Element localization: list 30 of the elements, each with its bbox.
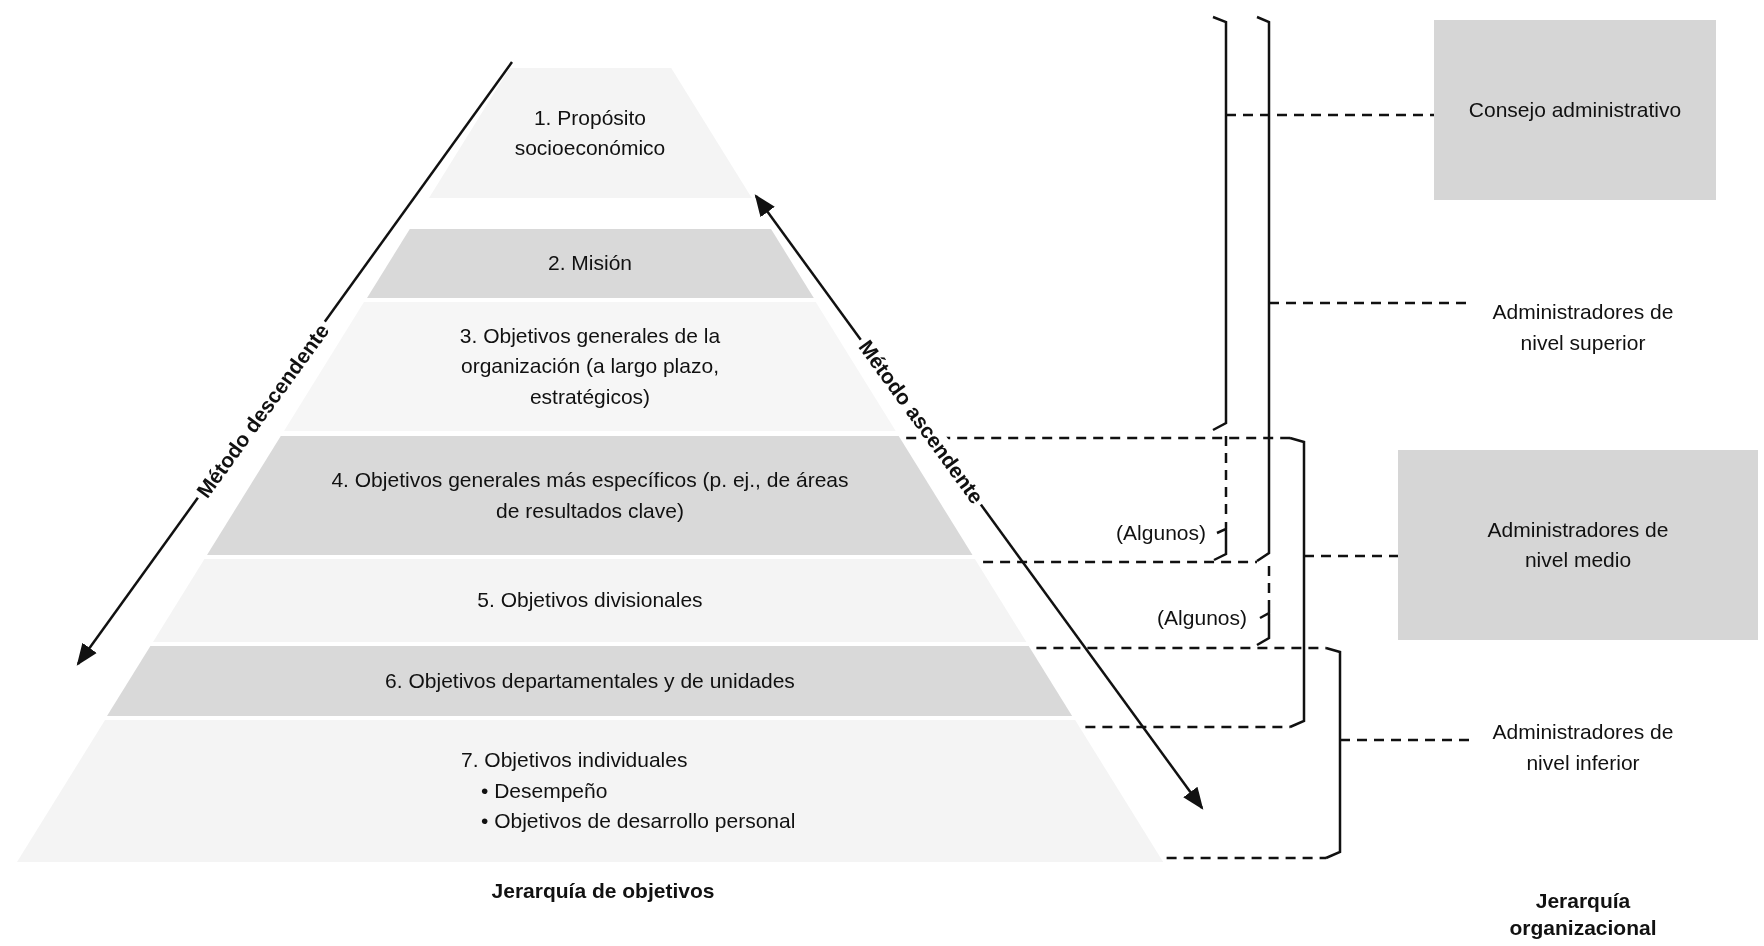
objective-label: 3. Objetivos generales de la organización (a largo plazo, estratégicos) bbox=[458, 322, 722, 410]
dashed-connector bbox=[1085, 725, 1290, 729]
bracket bbox=[1211, 15, 1228, 562]
bracket bbox=[1325, 646, 1342, 860]
dashed-connector bbox=[983, 560, 1257, 564]
level-label: Consejo administrativo bbox=[1468, 96, 1682, 123]
dashed-connector bbox=[1340, 738, 1470, 742]
level-box bbox=[1398, 450, 1758, 640]
caption-label: Jerarquía de objetivos bbox=[490, 879, 716, 903]
objective-label: 6. Objetivos departamentales y de unidades bbox=[385, 667, 795, 694]
dashed-connector bbox=[1166, 856, 1326, 860]
level-label: Administradores de nivel medio bbox=[1486, 516, 1670, 573]
objective-label: 2. Misión bbox=[547, 250, 632, 277]
annotation-label: (Algunos) bbox=[1157, 606, 1247, 630]
dashed-connector bbox=[906, 436, 1290, 440]
objective-label: 1. Propósito socioeconómico bbox=[513, 104, 667, 161]
dashed-connector bbox=[1036, 646, 1326, 650]
level-label: Administradores de nivel superior bbox=[1491, 299, 1675, 356]
objective-label: 7. Objetivos individuales bbox=[461, 747, 688, 774]
dashed-connector bbox=[1304, 554, 1398, 558]
level-box bbox=[1434, 20, 1716, 200]
annotation-label: (Algunos) bbox=[1116, 521, 1206, 545]
bullet-item: • Desempeño bbox=[481, 777, 608, 804]
objective-label: 5. Objetivos divisionales bbox=[477, 587, 703, 614]
bracket bbox=[1289, 436, 1306, 729]
bullet-item: • Objetivos de desarrollo personal bbox=[481, 808, 796, 835]
caption-label: Jerarquía organizacional bbox=[1508, 887, 1658, 941]
level-label: Administradores de nivel inferior bbox=[1491, 719, 1675, 776]
bracket bbox=[1255, 15, 1271, 647]
dashed-connector bbox=[1226, 113, 1434, 117]
